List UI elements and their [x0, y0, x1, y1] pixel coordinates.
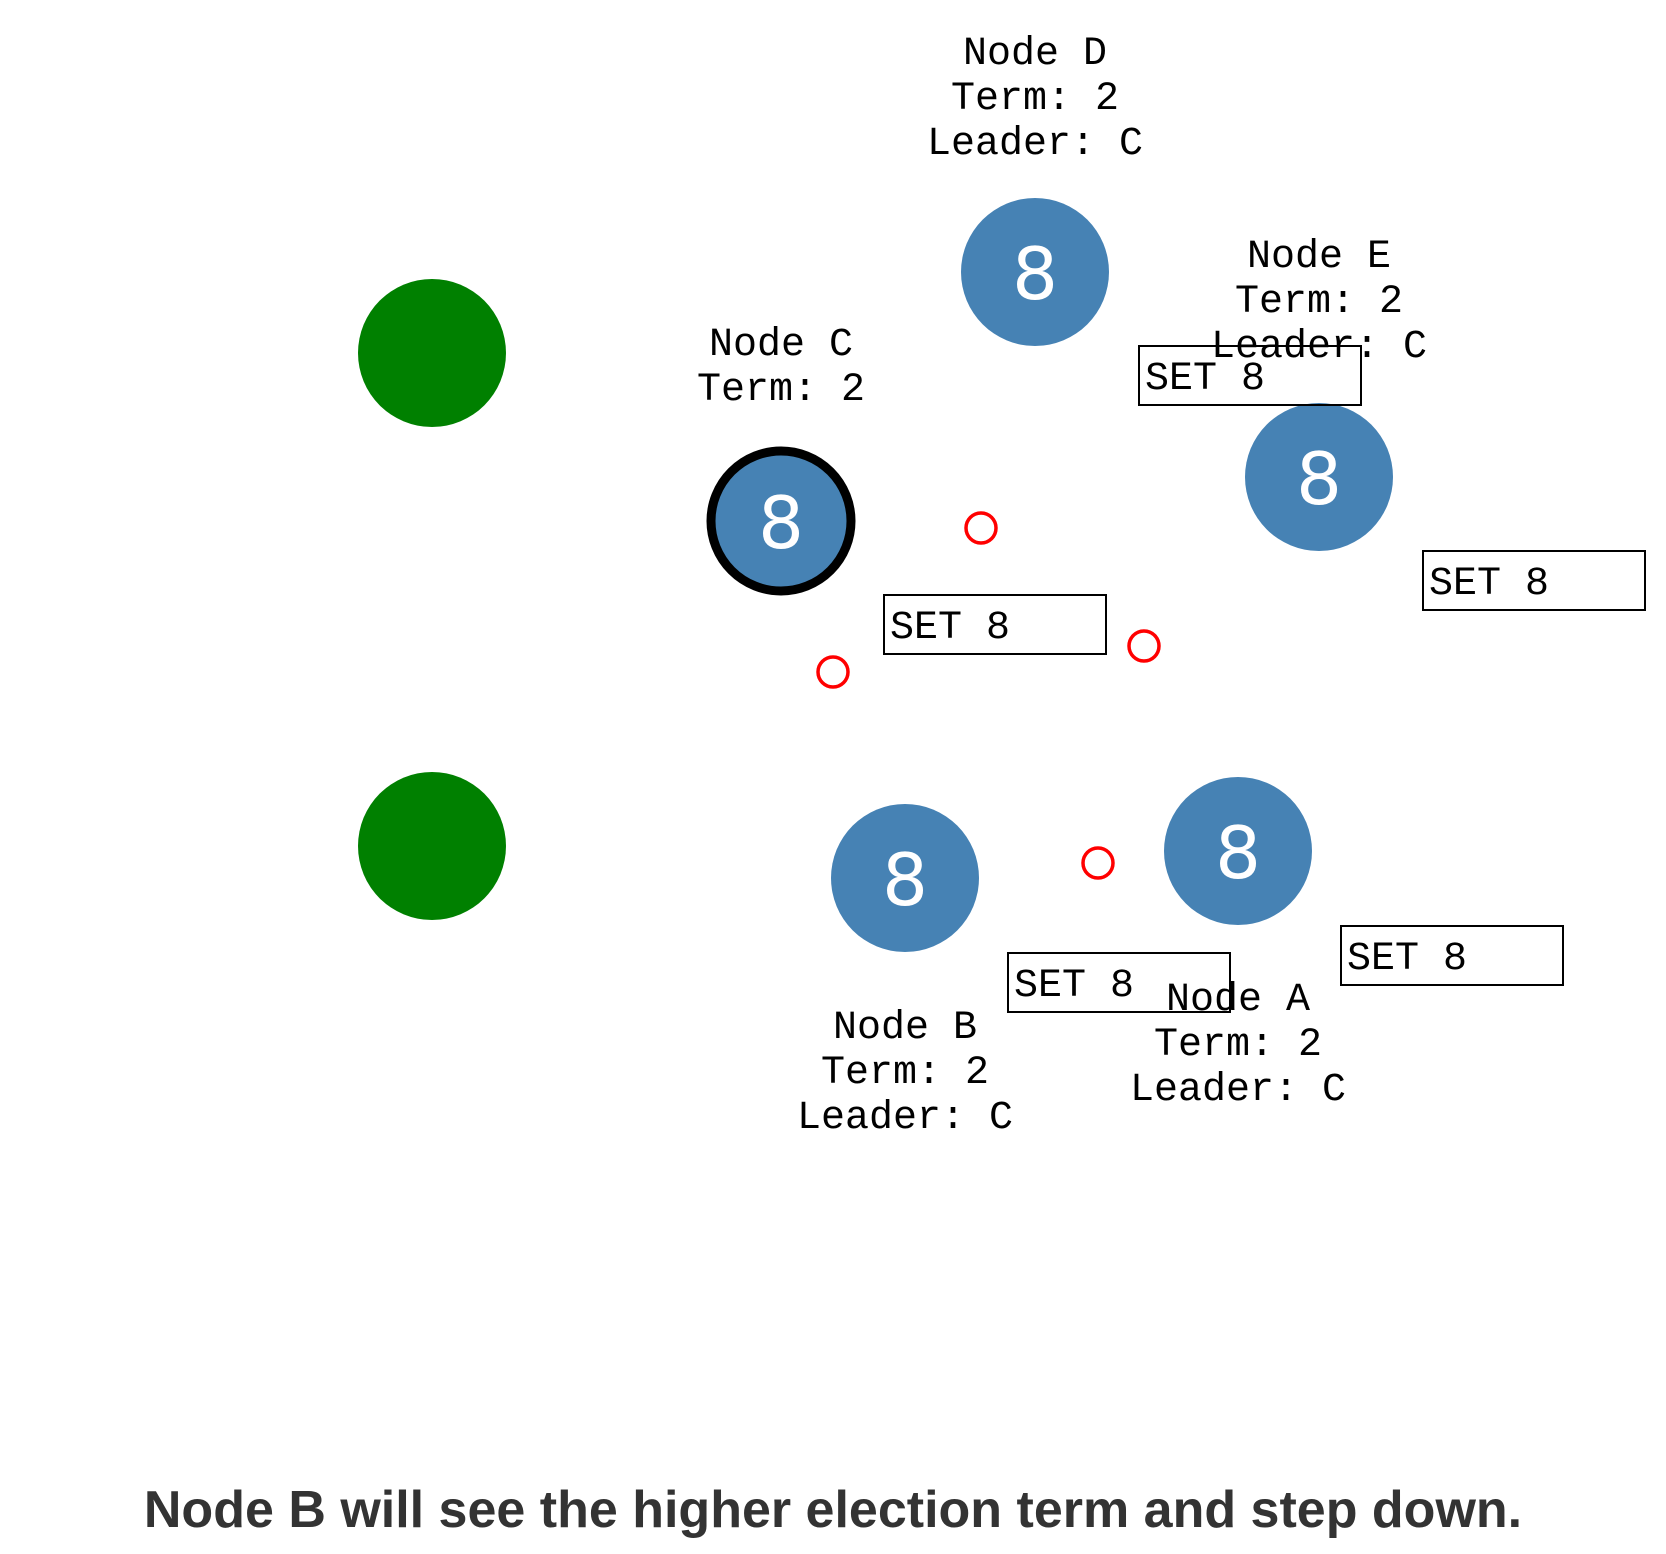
node-b[interactable]	[831, 804, 979, 952]
client-2[interactable]	[358, 772, 506, 920]
log-e-text: SET 8	[1429, 562, 1549, 607]
node-c[interactable]	[706, 446, 856, 596]
message-m2	[816, 655, 850, 689]
node-b-value: 8	[882, 838, 928, 922]
log-c-box	[883, 594, 1107, 655]
log-d-text: SET 8	[1145, 357, 1265, 402]
node-e-label-line: Term: 2	[1235, 280, 1403, 325]
node-b-label-line: Leader: C	[797, 1096, 1013, 1141]
node-d-label-line: Leader: C	[927, 122, 1143, 167]
node-c-value: 8	[758, 481, 804, 565]
client-1[interactable]	[358, 279, 506, 427]
log-b-text: SET 8	[1014, 964, 1134, 1009]
node-d-label-line: Term: 2	[951, 77, 1119, 122]
node-e-value: 8	[1296, 437, 1342, 521]
node-a-value: 8	[1215, 811, 1261, 895]
node-a-label-line: Leader: C	[1130, 1068, 1346, 1113]
node-a-label-line: Node A	[1166, 978, 1310, 1023]
log-c-text: SET 8	[890, 606, 1010, 651]
node-a-label-line: Term: 2	[1154, 1023, 1322, 1068]
caption: Node B will see the higher election term…	[143, 1481, 1523, 1539]
log-a-box	[1340, 925, 1564, 986]
node-c-label-line: Term: 2	[697, 368, 865, 413]
log-e-box	[1422, 550, 1646, 611]
log-a-text: SET 8	[1347, 937, 1467, 982]
node-e[interactable]	[1245, 403, 1393, 551]
log-d-box	[1138, 345, 1362, 406]
node-d-value: 8	[1012, 232, 1058, 316]
message-m3	[1127, 629, 1161, 663]
node-e-label-line: Node E	[1247, 235, 1391, 280]
node-e-label-line: Leader: C	[1211, 325, 1427, 370]
message-m4	[1081, 846, 1115, 880]
node-d[interactable]	[961, 198, 1109, 346]
message-m1	[964, 511, 998, 545]
node-b-label-line: Node B	[833, 1006, 977, 1051]
node-b-label-line: Term: 2	[821, 1051, 989, 1096]
log-b-box	[1007, 952, 1231, 1013]
node-c-label-line: Node C	[709, 323, 853, 368]
node-d-label-line: Node D	[963, 32, 1107, 77]
node-a[interactable]	[1164, 777, 1312, 925]
